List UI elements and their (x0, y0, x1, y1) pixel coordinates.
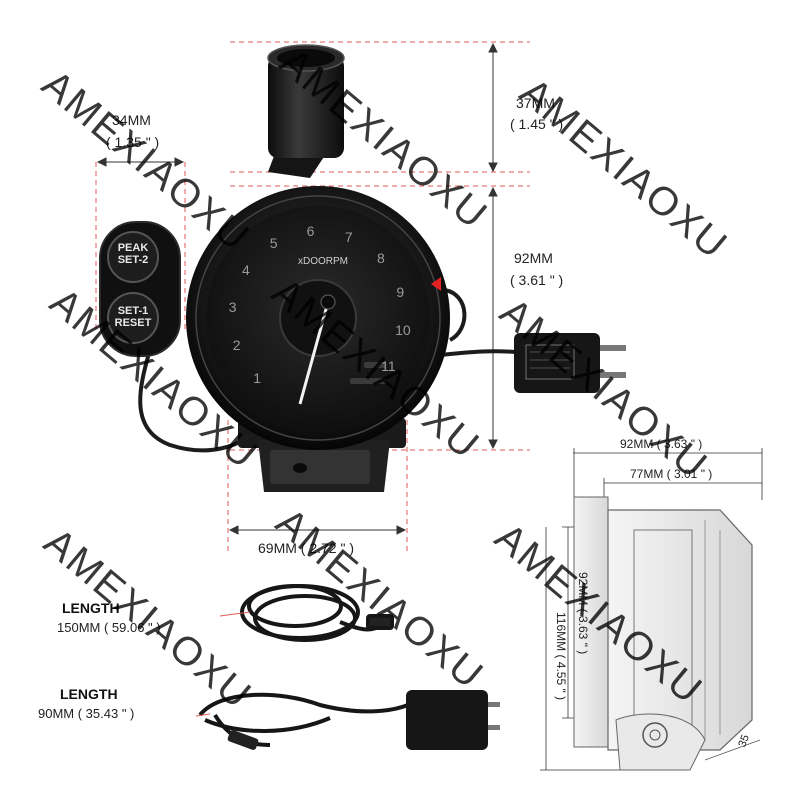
dial-number: 5 (269, 235, 278, 252)
dial-number: 2 (232, 336, 241, 353)
dial-number: 10 (395, 322, 411, 339)
dim-69: 69MM ( 2.72 " ) (258, 540, 354, 556)
cable1-length-value: 150MM ( 59.06 " ) (57, 620, 161, 635)
cable1-length-title: LENGTH (62, 600, 120, 616)
dim-92-in: ( 3.61 " ) (510, 272, 564, 288)
set-line1: SET-1 (117, 305, 149, 317)
tachometer-gauge (186, 186, 450, 450)
side-dim-v92: 92MM ( 3.63 " ) (576, 572, 590, 655)
dial-number: 3 (228, 298, 237, 315)
set-button-label: SET-1 RESET (114, 305, 152, 329)
set-line2: RESET (114, 317, 152, 329)
cable2-length-title: LENGTH (60, 686, 118, 702)
side-dim-v116: 116MM ( 4.55 " ) (554, 612, 568, 701)
warning-marker (431, 277, 441, 291)
dial-number: 11 (381, 358, 396, 375)
dim-34-in: ( 1.35 " ) (106, 134, 160, 150)
button-pod (99, 221, 181, 357)
power-cable (439, 349, 516, 357)
dim-37-mm: 37MM (516, 95, 555, 111)
gauge-needle (298, 301, 330, 405)
dial-number: 4 (241, 262, 250, 279)
dial-number: 8 (376, 250, 385, 267)
dial-number: 6 (306, 223, 315, 240)
dial-number: 1 (253, 369, 262, 386)
button-cable (138, 349, 257, 453)
dial-number: 7 (344, 228, 353, 245)
cable2-length-value: 90MM ( 35.43 " ) (38, 706, 135, 721)
side-dim-77: 77MM ( 3.01 " ) (630, 467, 713, 481)
peak-line1: PEAK (117, 242, 149, 254)
side-dim-92: 92MM ( 3.63 " ) (620, 437, 703, 451)
shift-light-tube (267, 44, 345, 178)
peak-button-label: PEAK SET-2 (114, 242, 152, 266)
dim-37-in: ( 1.45 " ) (510, 116, 564, 132)
dim-92-mm: 92MM (514, 250, 553, 266)
gauge-brand: xDOORPM (298, 256, 348, 267)
dim-34-mm: 34MM (112, 112, 151, 128)
dimension-arrows (96, 42, 498, 535)
dial-number: 9 (396, 283, 405, 300)
side-view (540, 448, 763, 771)
power-adapter (514, 333, 626, 393)
cable-coil (219, 584, 394, 642)
peak-line2: SET-2 (117, 254, 149, 266)
power-supply (195, 690, 500, 750)
